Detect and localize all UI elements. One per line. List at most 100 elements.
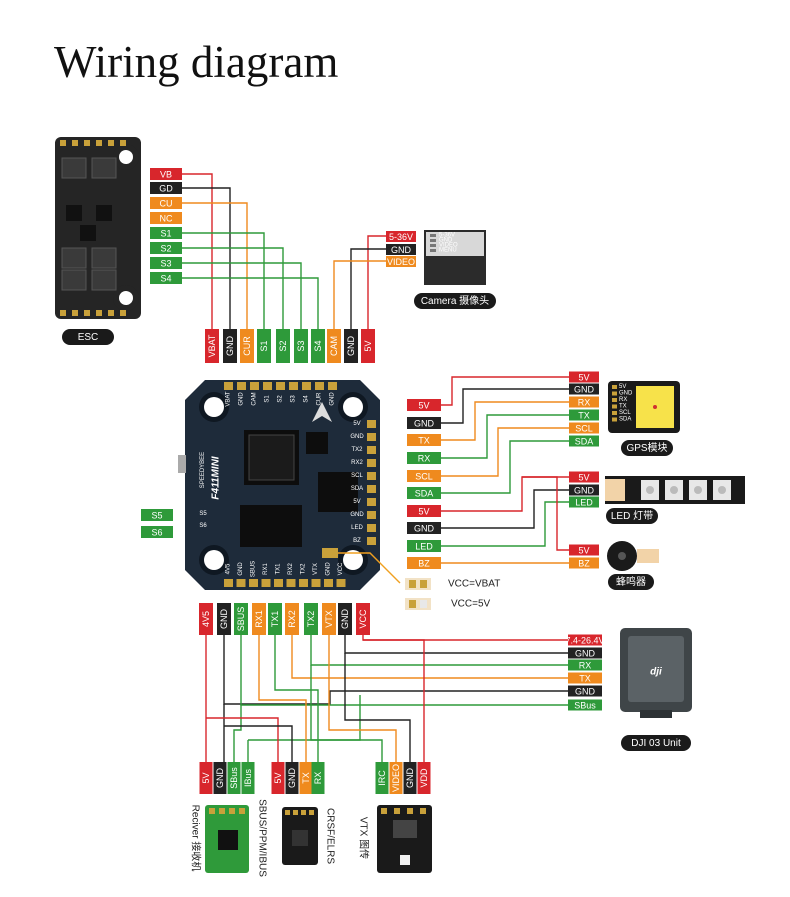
- buzzer-caption-pill: [608, 574, 654, 590]
- led-lens: [646, 486, 654, 494]
- led-pad-label-0-pad: [569, 471, 599, 483]
- fc-right-wire-label-3: RX: [418, 454, 431, 464]
- fc-right-pin-label-3: RX2: [351, 460, 363, 466]
- esc-pad: [60, 310, 66, 316]
- gps-pad-label-1: GND: [574, 385, 595, 395]
- esc-fc-pin-2-pad: [240, 329, 254, 363]
- fc-usb-button: [178, 455, 186, 473]
- jumper-5v-pad: [409, 600, 416, 608]
- vtx-chip: [393, 820, 417, 838]
- fc-bottom-wire-label-0: 4V5: [201, 611, 211, 627]
- receiver-solder-pad: [219, 808, 225, 814]
- led-lens: [718, 486, 726, 494]
- camera-fc-pin-0: CAM: [329, 336, 339, 356]
- receiver-pad-label-3: IBus: [243, 768, 253, 787]
- gps-module-pin-3: TX: [619, 404, 627, 410]
- fc-bottom-pin-label-1: GND: [238, 562, 244, 576]
- dji-caption-pill: [621, 735, 691, 751]
- crsf-pad-label-3-pad: [311, 762, 325, 794]
- fc-right-solder-pad: [367, 420, 376, 428]
- fc-right-wire-label-9: BZ: [418, 559, 430, 569]
- receiver-solder-pad: [229, 808, 235, 814]
- dji-pad-label-2-pad: [568, 659, 602, 671]
- fc-side-label-0-pad: [141, 509, 173, 521]
- fc-bottom-wire-label-2: SBUS: [236, 607, 246, 632]
- esc-pad-label-2: CU: [160, 199, 173, 209]
- vtx-pad-label-2: GND: [405, 768, 415, 789]
- led-wire-1: [441, 489, 572, 529]
- fc-bottom-wire-label-8-pad: [338, 603, 352, 635]
- crsf-chip: [292, 830, 308, 846]
- fc-bottom-wire-label-7: VTX: [324, 610, 334, 628]
- fc-right-wire-label-0-pad: [407, 399, 441, 411]
- vtx-antenna-connector: [400, 855, 410, 865]
- esc-wire-1: [180, 187, 231, 330]
- fc-top-solder-pad: [263, 382, 272, 390]
- fc-right-wire-label-6: 5V: [418, 507, 429, 517]
- esc-wire-0: [180, 173, 213, 330]
- crsf-solder-pad: [285, 810, 290, 815]
- esc-fc-pin-1: GND: [225, 336, 235, 357]
- fc-bottom-pin-label-5: RX2: [288, 563, 294, 575]
- fc-bottom-solder-pad: [299, 579, 308, 587]
- esc-mosfet: [61, 269, 87, 291]
- fc-top-pin-label-3: S1: [265, 395, 271, 403]
- fc-bottom-wire-label-1-pad: [217, 603, 231, 635]
- dji-connector: [640, 710, 672, 718]
- crsf-pad-label-0-pad: [271, 762, 285, 794]
- vtx-wire-gnd: [344, 653, 411, 762]
- buzzer-module: [607, 541, 659, 571]
- receiver-protocol: SBUS/PPM/IBUS: [257, 799, 268, 877]
- jumper-vbat-label: VCC=VBAT: [448, 579, 500, 590]
- esc-pad-label-1-pad: [150, 182, 182, 194]
- esc-pad-label-3: NC: [160, 214, 173, 224]
- fc-top-pin-label-5: S3: [291, 395, 297, 403]
- camera-fc-pin-0-pad: [327, 329, 341, 363]
- buzzer-pad-label-1: BZ: [578, 559, 590, 569]
- gps-solder-pad: [612, 417, 617, 422]
- esc-pad: [108, 310, 114, 316]
- fc-bottom-wire-label-8: GND: [340, 609, 350, 630]
- vtx-pcb: [377, 805, 432, 873]
- fc-right-wire-label-1-pad: [407, 417, 441, 429]
- receiver-pad-label-1: GND: [215, 768, 225, 789]
- camera-module-pin-2: VIDEO: [439, 243, 458, 249]
- dji-wire-power: [362, 635, 568, 641]
- jumper-pointer-line: [338, 552, 401, 584]
- buzzer-caption: 蜂鸣器: [616, 575, 646, 588]
- camera-module-pin-3: MENU: [439, 248, 457, 254]
- gps-pad-label-1-pad: [569, 383, 599, 395]
- fc-model-name: F411MINI: [211, 456, 222, 499]
- fc-right-wire-label-5-pad: [407, 487, 441, 499]
- fc-bottom-wire-label-7-pad: [322, 603, 336, 635]
- camera-pin: [430, 249, 436, 252]
- fc-bottom-wire-label-9: VCC: [358, 609, 368, 629]
- crsf-solder-pad: [293, 810, 298, 815]
- esc-fc-pin-4-pad: [276, 329, 290, 363]
- receiver-pad-label-0-pad: [199, 762, 213, 794]
- gps-wire-1: [441, 388, 572, 424]
- fc-left-pin-label-0: S5: [199, 511, 207, 517]
- camera-fc-pin-1: GND: [346, 336, 356, 357]
- fc-bottom-pin-label-3: RX1: [263, 563, 269, 575]
- fc-right-wire-label-9-pad: [407, 557, 441, 569]
- led-caption: LED 灯带: [611, 510, 653, 522]
- gps-solder-pad: [612, 391, 617, 396]
- esc-pad-label-1: GD: [159, 184, 173, 194]
- esc-mount-hole: [119, 150, 133, 164]
- esc-pad-label-6: S3: [160, 259, 171, 269]
- flight-controller: [178, 380, 380, 590]
- gps-solder-pad: [612, 398, 617, 402]
- fc-bottom-wire-label-5-pad: [285, 603, 299, 635]
- jumper-5v-pad: [420, 600, 427, 608]
- esc-pad-label-5: S2: [160, 244, 171, 254]
- esc-pad-label-0: VB: [160, 170, 172, 180]
- receiver-chip: [218, 830, 238, 850]
- jumper-vbat-pad: [420, 580, 427, 588]
- esc-chip: [66, 205, 82, 221]
- buzzer-wire-0: [522, 476, 572, 551]
- fc-mount-hole: [343, 397, 363, 417]
- crsf-caption: CRSF/ELRS: [325, 808, 336, 864]
- camera-pin: [430, 234, 436, 237]
- camera-wire-2: [333, 260, 388, 330]
